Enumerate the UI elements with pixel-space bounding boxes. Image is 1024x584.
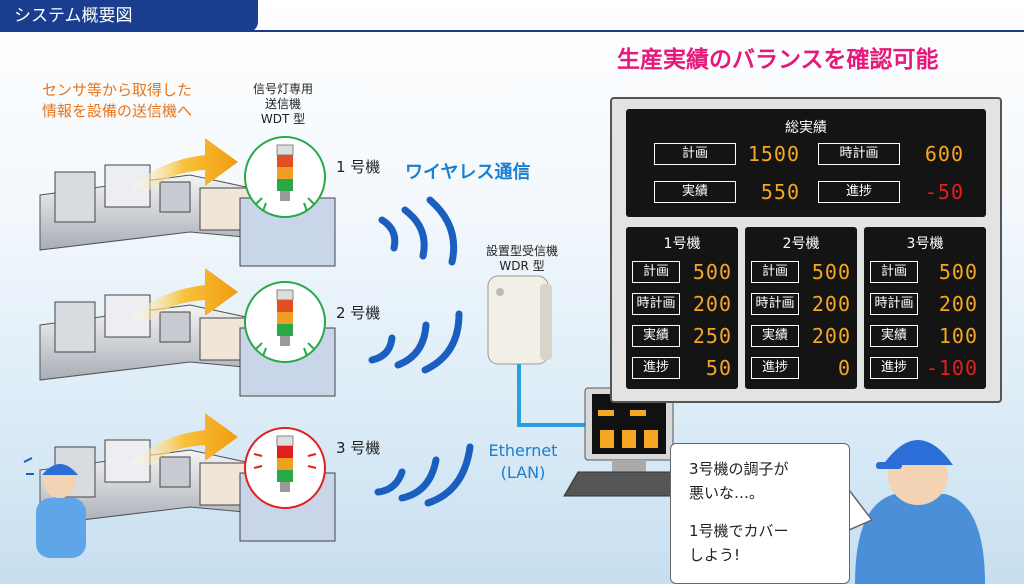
arrow-icon [130, 413, 238, 465]
arrow-icon [130, 268, 238, 320]
wireless-wave-icon [368, 196, 474, 507]
arrow-icon [130, 138, 238, 190]
speech-bubble: 3号機の調子が 悪いな…。 1号機でカバー しよう! [670, 443, 850, 584]
total-actual-value: 550 [760, 180, 800, 204]
machine-panel-2: 2号機 計画 500 時計画 200 実績 200 進捗 0 [745, 227, 857, 389]
monitor-icon [563, 387, 691, 497]
transmitter-label: 信号灯専用 送信機 WDT 型 [252, 82, 313, 126]
plan-label: 計画 [751, 261, 799, 283]
total-title: 総実績 [785, 120, 827, 136]
signal-tower-3 [244, 427, 326, 509]
signal-tower-2 [244, 281, 326, 363]
plan-label: 計画 [870, 261, 918, 283]
hourly-plan-value: 200 [938, 292, 978, 316]
headline: 生産実績のバランスを確認可能 [617, 47, 939, 73]
speech-line-4: しよう! [689, 546, 741, 564]
hourly-plan-value: 200 [811, 292, 851, 316]
machine-panel-title: 3号機 [906, 236, 944, 252]
sensor-note-line-2: 情報を設備の送信機へ [42, 102, 193, 120]
total-progress-value: -50 [924, 180, 964, 204]
production-scoreboard: 総実績 計画 1500 時計画 600 実績 550 進捗 -50 1号機 計画… [610, 97, 1002, 403]
total-plan-label: 計画 [654, 143, 736, 165]
page-title: システム概要図 [0, 0, 258, 32]
total-progress-label: 進捗 [818, 181, 900, 203]
hourly-plan-value: 200 [692, 292, 732, 316]
actual-value: 100 [938, 324, 978, 348]
hourly-plan-label: 時計画 [751, 293, 799, 315]
total-hourly-plan-value: 600 [924, 142, 964, 166]
sensor-note-line-1: センサ等から取得した [42, 81, 193, 99]
worker-left [23, 457, 86, 558]
progress-label: 進捗 [751, 357, 799, 379]
plan-value: 500 [692, 260, 732, 284]
machine-label-1: 1 号機 [336, 158, 381, 176]
total-actual-label: 実績 [654, 181, 736, 203]
machine-panel-3: 3号機 計画 500 時計画 200 実績 100 進捗 -100 [864, 227, 986, 389]
actual-label: 実績 [632, 325, 680, 347]
title-divider [0, 30, 1024, 32]
hourly-plan-label: 時計画 [870, 293, 918, 315]
actual-value: 250 [692, 324, 732, 348]
speech-line-3: 1号機でカバー [689, 522, 789, 540]
plan-label: 計画 [632, 261, 680, 283]
machine-panel-title: 2号機 [782, 236, 820, 252]
machine-label-3: 3 号機 [336, 439, 381, 457]
ethernet-label: Ethernet (LAN) [488, 441, 558, 482]
speech-line-1: 3号機の調子が [689, 460, 789, 478]
receiver-device [487, 275, 552, 365]
machine-panel-title: 1号機 [663, 236, 701, 252]
speech-line-2: 悪いな…。 [689, 484, 765, 502]
machine-panel-1: 1号機 計画 500 時計画 200 実績 250 進捗 50 [626, 227, 738, 389]
actual-label: 実績 [751, 325, 799, 347]
worker-right [855, 440, 985, 584]
total-panel: 総実績 計画 1500 時計画 600 実績 550 進捗 -50 [626, 109, 986, 217]
plan-value: 500 [811, 260, 851, 284]
total-hourly-plan-label: 時計画 [818, 143, 900, 165]
hourly-plan-label: 時計画 [632, 293, 680, 315]
actual-value: 200 [811, 324, 851, 348]
ethernet-cable [517, 364, 585, 427]
machine-label-2: 2 号機 [336, 304, 381, 322]
progress-label: 進捗 [632, 357, 680, 379]
progress-value: -100 [925, 356, 978, 380]
wireless-label: ワイヤレス通信 [405, 162, 531, 183]
progress-value: 50 [705, 356, 732, 380]
actual-label: 実績 [870, 325, 918, 347]
progress-label: 進捗 [870, 357, 918, 379]
total-plan-value: 1500 [747, 142, 800, 166]
plan-value: 500 [938, 260, 978, 284]
progress-value: 0 [837, 356, 851, 380]
receiver-label: 設置型受信機 WDR 型 [485, 244, 558, 273]
signal-tower-1 [244, 136, 326, 218]
